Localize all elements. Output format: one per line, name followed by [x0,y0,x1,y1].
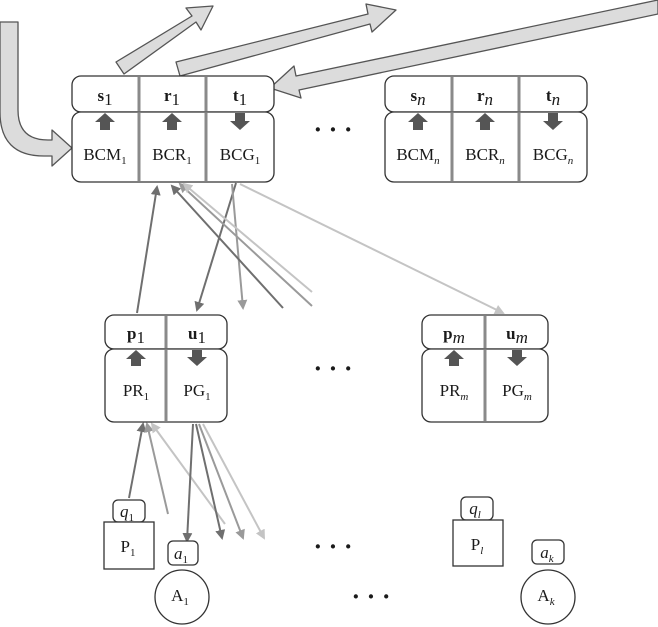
label-ak-tag: ak [540,543,555,565]
arrow-up-icon [475,113,495,130]
arrow-up-icon [126,350,146,366]
arrow-down-icon [507,350,527,366]
arrow-up-icon [408,113,428,130]
ellipsis-top: · · · [313,115,352,144]
edge-bcg1-down [231,183,248,310]
label-a1-tag: a1 [174,544,188,566]
label-u1: u1 [188,324,206,347]
label-bcg1: BCG1 [220,145,260,167]
label-sn: sn [410,86,425,109]
arrow-down-icon [230,113,250,130]
node-pl: ql Pl [452,496,504,567]
tag-ak [531,539,565,565]
label-bcrn: BCRn [465,145,505,167]
edge-pg1-down-3 [202,423,265,540]
label-pl-node: Pl [471,535,484,557]
bc-block-1: s1 r1 t1 BCM1 BCR1 BCG1 [71,75,275,183]
edge-light-to-bcr1 [182,182,313,293]
box-pl [452,519,504,567]
label-pr1: PR1 [123,381,149,403]
edge-q1-to-pr1 [128,422,147,499]
edge-to-bcr1-dark [170,184,284,309]
label-bcmn: BCMn [396,145,440,167]
arrow-up-icon [162,113,182,130]
feedback-block-arrow [269,0,658,99]
block-arrows [0,0,658,167]
box-p1 [103,521,155,570]
circle-a1 [154,569,210,625]
ellipsis-bottom-1: · · · [313,532,352,561]
label-um: um [506,324,528,347]
connections [128,182,505,543]
label-pg1: PG1 [183,381,210,403]
arrow-down-icon [187,350,207,366]
label-pgm: PGm [502,381,532,403]
bc-block-n-body [384,111,588,183]
label-bcr1: BCR1 [152,145,192,167]
edge-pg1-down-1 [195,423,226,540]
label-ql: ql [469,499,481,521]
edge-light-to-pr1 [150,422,226,525]
label-bcm1: BCM1 [83,145,126,167]
node-a1: a1 A1 [154,540,210,625]
label-bcgn: BCGn [533,145,574,167]
label-rn: rn [477,86,493,109]
tag-a1 [167,540,199,566]
ellipsis-bottom-2: · · · [351,582,390,611]
input-block-arrow [0,21,73,167]
label-t1: t1 [233,86,247,109]
label-q1: q1 [120,502,134,524]
arrow-up-icon [444,350,464,366]
node-p1: q1 P1 [103,499,155,570]
ellipsis-middle: · · · [313,354,352,383]
label-a1-node: A1 [171,586,189,608]
p-block-m: pm um PRm PGm [421,314,549,423]
node-ak: ak Ak [520,539,576,625]
output-block-arrow-1 [115,5,214,75]
edge-to-pr1-mid [143,422,169,515]
label-ak-node: Ak [537,586,555,608]
label-p1: p1 [127,324,145,347]
arrow-down-icon [543,113,563,130]
label-p1-node: P1 [121,537,136,559]
edge-to-bcr1-mid [178,182,313,307]
edge-pg1-to-a1 [182,423,194,543]
bc-block-n: sn rn tn BCMn BCRn BCGn [384,75,588,183]
output-block-arrow-2 [175,3,397,77]
arrow-up-icon [95,113,115,130]
edge-p1-to-bcm1 [136,185,161,314]
label-pm: pm [443,324,465,347]
edge-bcg1-to-pg1 [194,182,237,312]
bc-block-1-body [71,111,275,183]
p-block-1: p1 u1 PR1 PG1 [104,314,228,423]
edge-pg1-down-2 [198,423,245,540]
label-r1: r1 [164,86,180,109]
label-tn: tn [546,86,560,109]
label-s1: s1 [97,86,112,109]
label-prm: PRm [440,381,469,403]
edge-bcg1-to-pm [239,183,505,314]
circle-ak [520,569,576,625]
